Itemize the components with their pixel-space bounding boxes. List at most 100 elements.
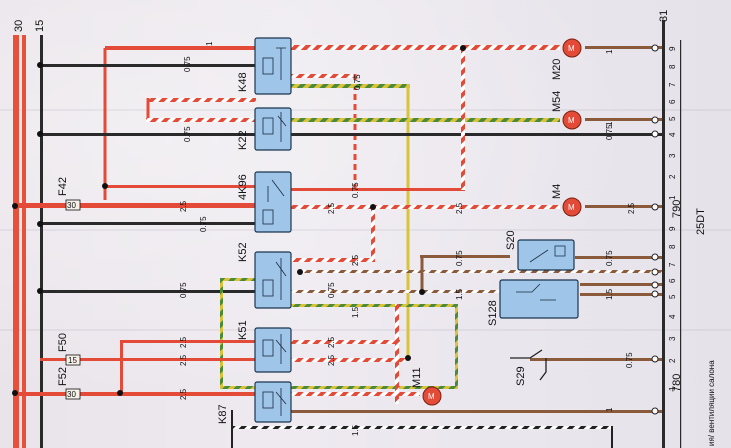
gauge-label: 2.5 bbox=[455, 202, 464, 214]
motor-m11: M M11 bbox=[411, 367, 442, 406]
ground-label-31: 31 bbox=[658, 10, 670, 22]
gauge-label: 2.5 bbox=[351, 254, 360, 266]
gauge-label: 0.75 bbox=[351, 182, 360, 198]
connector-pin-upper: 2 bbox=[668, 174, 677, 179]
relay-k51-label: K51 bbox=[237, 320, 249, 340]
gauge-label: 0.75 bbox=[199, 216, 208, 232]
fuse-f50: 15 F50 bbox=[57, 333, 81, 366]
gauge-label: 2.5 bbox=[327, 354, 336, 366]
gauge-label: 2.5 bbox=[179, 200, 188, 212]
gauge-label: 0.75 bbox=[179, 282, 188, 298]
relay-k22: K22 bbox=[237, 107, 292, 151]
motor-m4-label: M4 bbox=[551, 184, 563, 199]
connector-pin-lower: 9 bbox=[668, 226, 677, 231]
connector-pin-lower: 1 bbox=[668, 386, 677, 391]
gauge-label: 2.5 bbox=[627, 202, 636, 214]
wires bbox=[15, 45, 662, 448]
connector-pin-upper: 6 bbox=[668, 99, 677, 104]
junctions bbox=[12, 45, 466, 396]
gauge-label: 1 bbox=[605, 407, 614, 412]
connector-pin-upper: 9 bbox=[668, 46, 677, 51]
fuse-f52: 30 F52 bbox=[57, 367, 81, 400]
gauge-label: 0.75 bbox=[183, 126, 192, 142]
motor-m20: M M20 bbox=[551, 38, 582, 80]
svg-text:M: M bbox=[428, 392, 435, 401]
relay-k96-label: 4K96 bbox=[237, 174, 249, 200]
switch-s20: S20 bbox=[505, 230, 575, 271]
connector-pin-lower: 8 bbox=[668, 244, 677, 249]
connector-code-upper: 790 bbox=[671, 200, 683, 218]
switch-s29-label: S29 bbox=[515, 366, 527, 386]
relay-k48-label: K48 bbox=[237, 72, 249, 92]
gauge-label: 1 bbox=[605, 121, 614, 126]
fuse-f50-label: F50 bbox=[57, 333, 69, 352]
gauge-label: 1.5 bbox=[455, 288, 464, 300]
connector-pins bbox=[651, 44, 659, 415]
gauge-label: 0.75 bbox=[353, 74, 362, 90]
gauge-label: 0.75 bbox=[605, 250, 614, 266]
gauge-label: 0.75 bbox=[625, 352, 634, 368]
gauge-label: 0.75 bbox=[327, 282, 336, 298]
connector-pin-upper: 3 bbox=[668, 153, 677, 158]
gauge-label: 2.5 bbox=[179, 354, 188, 366]
switch-s29: S29 bbox=[510, 349, 547, 386]
connector-pin-lower: 2 bbox=[668, 358, 677, 363]
connector-pin-lower: 5 bbox=[668, 294, 677, 299]
gauge-label: 1 bbox=[205, 41, 214, 46]
svg-text:M: M bbox=[568, 116, 575, 125]
rail-15-label: 15 bbox=[34, 20, 46, 32]
gauge-label: 0.75 bbox=[455, 250, 464, 266]
relay-k51: K51 bbox=[237, 320, 292, 373]
motor-m11-label: M11 bbox=[411, 367, 423, 388]
gauge-label: 1.5 bbox=[351, 306, 360, 318]
relay-k52: K52 bbox=[237, 242, 292, 309]
gauge-label: 1.5 bbox=[351, 424, 360, 436]
connector-label: 25DT bbox=[695, 208, 707, 235]
relay-k87: K87 bbox=[217, 381, 292, 424]
fuse-f50-value: 15 bbox=[68, 356, 77, 365]
fuse-f52-value: 30 bbox=[67, 390, 76, 399]
motor-m54-label: M54 bbox=[551, 91, 563, 112]
gauge-label: 2.5 bbox=[179, 388, 188, 400]
switch-s20-label: S20 bbox=[505, 230, 517, 250]
gauge-label: 2.5 bbox=[327, 202, 336, 214]
gauge-label: 2.5 bbox=[179, 336, 188, 348]
connector-pin-upper: 1 bbox=[668, 195, 677, 200]
fuse-f42-value: 30 bbox=[67, 201, 76, 210]
connector-pin-upper: 5 bbox=[668, 116, 677, 121]
rail-30-label: 30 bbox=[13, 20, 25, 32]
connector-pin-lower: 4 bbox=[668, 314, 677, 319]
connector-pin-lower: 7 bbox=[668, 262, 677, 267]
motor-m20-label: M20 bbox=[551, 59, 563, 80]
gauge-label: 2.5 bbox=[327, 336, 336, 348]
connector-pin-upper: 7 bbox=[668, 82, 677, 87]
connector-code-lower: 780 bbox=[671, 374, 683, 392]
switch-s128-label: S128 bbox=[487, 300, 499, 326]
relay-k52-label: K52 bbox=[237, 242, 249, 262]
gauge-label: 1.5 bbox=[605, 288, 614, 300]
svg-text:M: M bbox=[568, 203, 575, 212]
ground-bus: 31 bbox=[658, 10, 682, 448]
switch-s128: S128 bbox=[487, 279, 579, 326]
gauge-label: 1 bbox=[605, 49, 614, 54]
motor-m54: M M54 bbox=[551, 91, 582, 130]
gauge-label: 0.75 bbox=[605, 124, 614, 140]
svg-text:M: M bbox=[568, 44, 575, 53]
connector-25dt: 25DT 790 780 bbox=[671, 200, 707, 392]
rail-15 bbox=[40, 35, 43, 448]
relay-k48: K48 bbox=[237, 37, 292, 95]
relay-k87-label: K87 bbox=[217, 404, 229, 424]
gauge-label: 0.75 bbox=[183, 56, 192, 72]
fuse-f52-label: F52 bbox=[57, 367, 69, 386]
fuse-f42-label: F42 bbox=[57, 177, 69, 196]
caption-text: ия/ вентиляции салона bbox=[707, 360, 716, 446]
connector-pin-upper: 8 bbox=[668, 64, 677, 69]
motor-m4: M M4 bbox=[551, 184, 582, 217]
fuse-f42: 30 F42 bbox=[57, 177, 81, 211]
relay-k96: 4K96 bbox=[237, 171, 292, 233]
connector-pin-lower: 3 bbox=[668, 336, 677, 341]
